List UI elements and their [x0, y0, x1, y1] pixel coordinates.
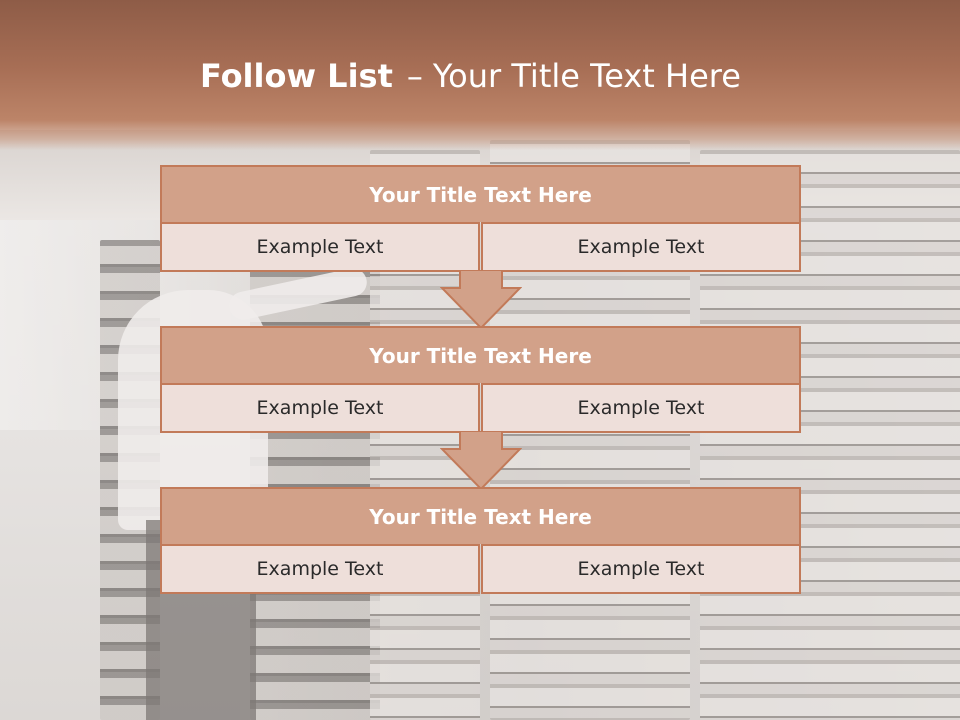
- slide-title: Follow List–Your Title Text Here: [200, 54, 741, 98]
- follow-step-2: Your Title Text Here Example Text Exampl…: [160, 326, 801, 433]
- title-bold-part: Follow List: [200, 57, 393, 95]
- step-left-text: Example Text: [160, 544, 480, 594]
- step-heading: Your Title Text Here: [160, 326, 801, 383]
- down-arrow-icon: [440, 431, 522, 491]
- step-right-text: Example Text: [481, 544, 801, 594]
- step-right-text: Example Text: [481, 222, 801, 272]
- step-left-text: Example Text: [160, 383, 480, 433]
- header-band: [0, 0, 960, 150]
- title-text: Your Title Text Here: [432, 57, 741, 95]
- step-right-text: Example Text: [481, 383, 801, 433]
- step-heading: Your Title Text Here: [160, 165, 801, 222]
- follow-step-3: Your Title Text Here Example Text Exampl…: [160, 487, 801, 594]
- down-arrow-icon: [440, 270, 522, 330]
- follow-step-1: Your Title Text Here Example Text Exampl…: [160, 165, 801, 272]
- step-left-text: Example Text: [160, 222, 480, 272]
- title-separator: –: [406, 57, 423, 95]
- step-heading: Your Title Text Here: [160, 487, 801, 544]
